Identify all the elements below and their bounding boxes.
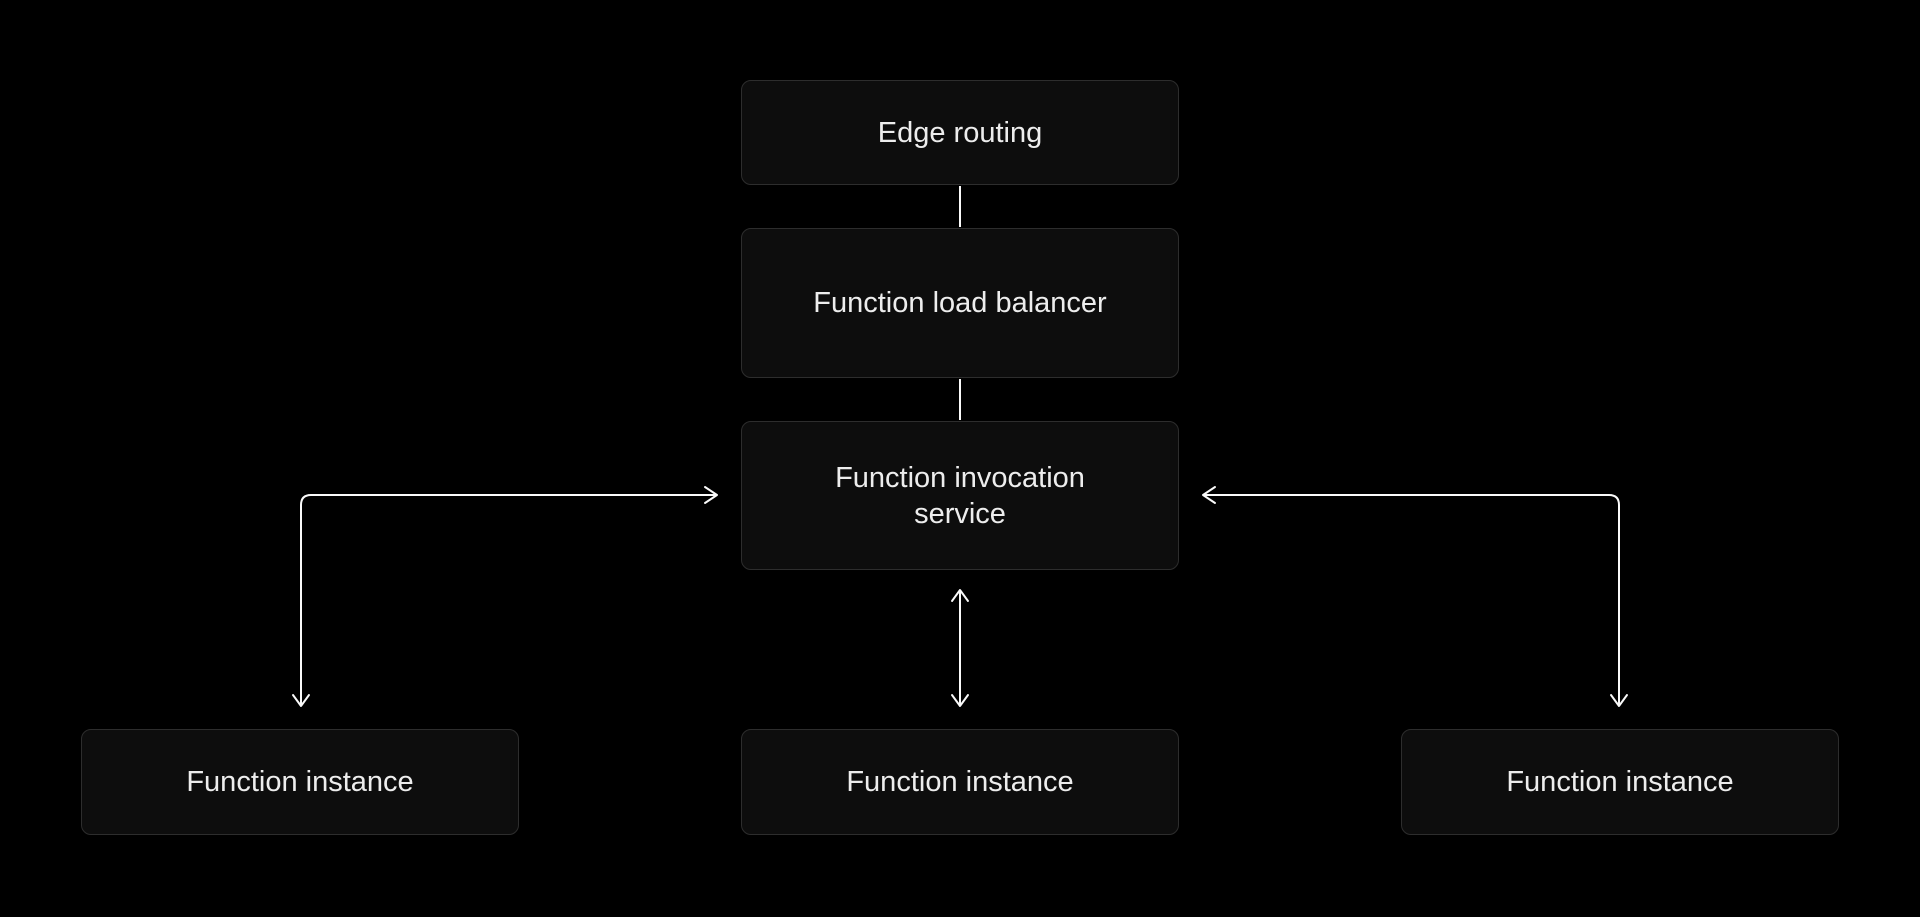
node-function-instance-right: Function instance bbox=[1401, 729, 1839, 835]
connector-invocation-service-instance-center bbox=[951, 589, 969, 707]
node-function-invocation-service: Function invocation service bbox=[741, 421, 1179, 570]
arrowhead-down-icon bbox=[1610, 694, 1628, 707]
arrowhead-up-icon bbox=[951, 589, 969, 602]
node-label: Edge routing bbox=[877, 116, 1043, 149]
arrowhead-down-icon bbox=[292, 694, 310, 707]
node-function-instance-left: Function instance bbox=[81, 729, 519, 835]
node-function-instance-center: Function instance bbox=[741, 729, 1179, 835]
arrowhead-down-icon bbox=[951, 694, 969, 707]
arrowhead-left-icon bbox=[1202, 486, 1216, 504]
node-edge-routing: Edge routing bbox=[741, 80, 1179, 185]
node-label: Function instance bbox=[186, 766, 414, 798]
connector-instance-right-invocation-service bbox=[1202, 486, 1628, 707]
arrowhead-right-icon bbox=[704, 486, 718, 504]
node-label: Function instance bbox=[846, 766, 1074, 798]
node-function-load-balancer: Function load balancer bbox=[741, 228, 1179, 378]
node-label: Function load balancer bbox=[813, 287, 1107, 319]
node-label: Function invocation service bbox=[835, 461, 1085, 530]
node-label: Function instance bbox=[1506, 766, 1734, 798]
connector-instance-left-invocation-service bbox=[292, 486, 718, 707]
